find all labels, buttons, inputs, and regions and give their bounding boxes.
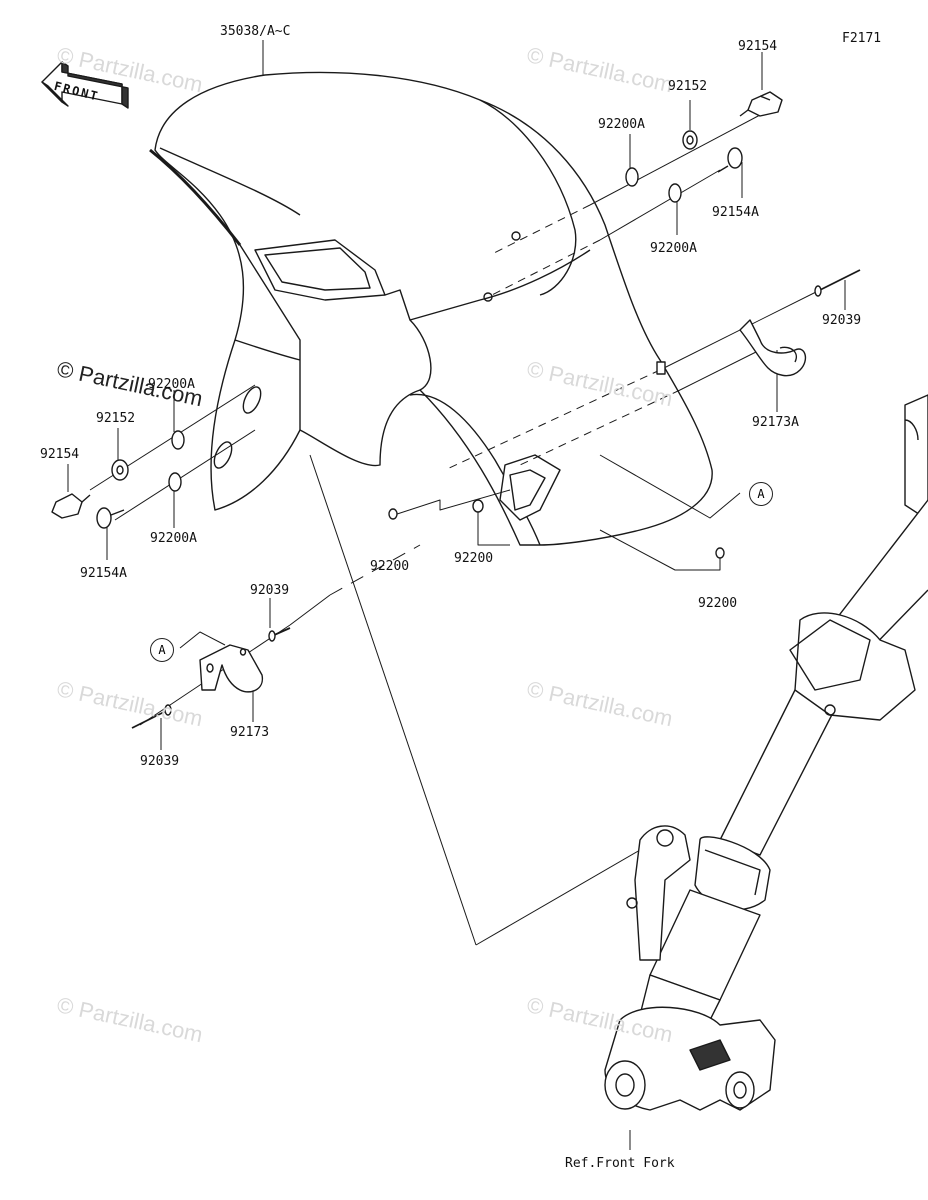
ref-front-fork-label: Ref.Front Fork	[565, 1156, 675, 1171]
screw-icon-r	[717, 147, 743, 173]
screw-icon-l	[96, 507, 125, 529]
part-label-washer-l[interactable]: 92152	[96, 411, 136, 426]
o-ring-icon-r1	[625, 167, 639, 187]
bolt-icon-l	[51, 493, 91, 519]
clamp-icon-l	[199, 644, 264, 693]
grommet-icon-2	[472, 499, 484, 513]
grommet-icon-1	[388, 508, 398, 520]
part-label-bolt-r[interactable]: 92154	[738, 39, 778, 54]
part-label-rivet-l1[interactable]: 92039	[250, 583, 290, 598]
rivet-icon-r	[814, 269, 861, 297]
part-label-rivet-r[interactable]: 92039	[822, 313, 862, 328]
part-label-oring-r1[interactable]: 92200A	[598, 117, 645, 132]
part-label-oring-r2[interactable]: 92200A	[650, 241, 697, 256]
front-fender	[149, 71, 713, 546]
part-label-rivet-l2[interactable]: 92039	[140, 754, 180, 769]
part-label-clamp-l[interactable]: 92173	[230, 725, 270, 740]
callout-a-right: A	[749, 482, 773, 506]
o-ring-icon-l1	[171, 430, 185, 450]
washer-icon-r	[682, 130, 698, 150]
front-arrow-icon	[41, 61, 129, 109]
part-label-oring-l1[interactable]: 92200A	[148, 377, 195, 392]
o-ring-icon-l2	[168, 472, 182, 492]
rivet-icon-l2	[131, 704, 172, 729]
o-ring-icon-r2	[668, 183, 682, 203]
part-label-bolt-l[interactable]: 92154	[40, 447, 80, 462]
part-label-fender[interactable]: 35038/A~C	[220, 24, 291, 39]
front-fork	[604, 394, 928, 1111]
grommet-icon-3	[715, 547, 725, 559]
part-label-screw-l[interactable]: 92154A	[80, 566, 127, 581]
part-label-grommet-2[interactable]: 92200	[454, 551, 494, 566]
bolt-icon-r	[739, 91, 783, 117]
clip-icon-r	[656, 361, 666, 375]
part-label-screw-r[interactable]: 92154A	[712, 205, 759, 220]
washer-icon-l	[111, 459, 129, 481]
callout-a-left: A	[150, 638, 174, 662]
part-label-grommet-3[interactable]: 92200	[698, 596, 738, 611]
part-label-grommet-1[interactable]: 92200	[370, 559, 410, 574]
rivet-icon-l1	[268, 627, 291, 642]
part-label-washer-r[interactable]: 92152	[668, 79, 708, 94]
part-label-clamp-r[interactable]: 92173A	[752, 415, 799, 430]
part-label-oring-l2[interactable]: 92200A	[150, 531, 197, 546]
clamp-icon-r	[739, 319, 807, 377]
diagram-id: F2171	[842, 31, 882, 46]
